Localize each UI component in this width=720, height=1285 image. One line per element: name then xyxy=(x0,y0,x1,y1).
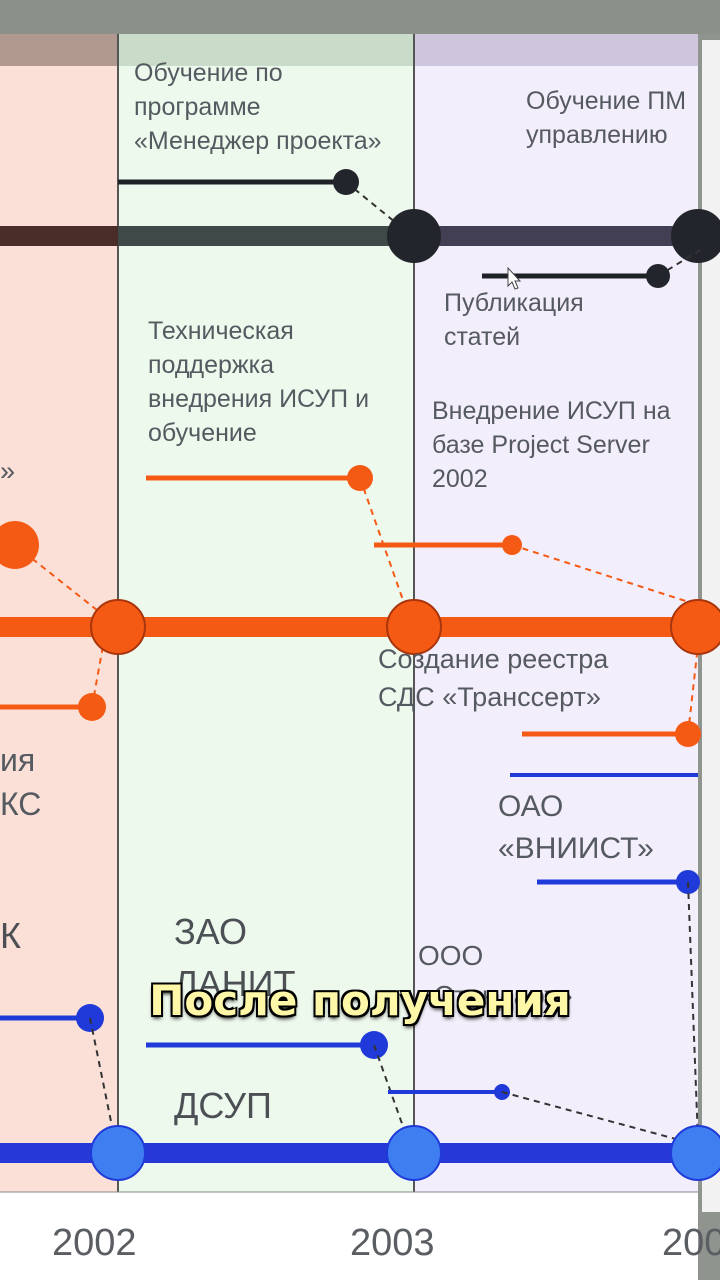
top-frame xyxy=(0,0,720,34)
dark-main-line-left xyxy=(0,226,118,246)
label-lanit: ЗАО ЛАНИТ xyxy=(174,911,296,1004)
label-left-partial-2: К xyxy=(0,915,21,956)
year-label-2004: 200 xyxy=(662,1222,720,1264)
orange-main-node-2004 xyxy=(670,599,720,655)
label-publication: Публикация статей xyxy=(444,289,584,351)
band-header-left xyxy=(0,34,118,66)
orange-main-line xyxy=(0,617,698,637)
blue-main-node-2004 xyxy=(670,1125,720,1181)
blue-main-line xyxy=(0,1143,698,1163)
label-left-quote: » xyxy=(0,456,16,486)
dark-main-line-right xyxy=(414,226,698,246)
dark-main-node-2004 xyxy=(671,209,720,263)
dark-branch-node xyxy=(333,169,359,195)
label-training-pm-right: Обучение ПМ управлению xyxy=(526,87,687,149)
label-training-pm-program: Обучение по программе «Менеджер проекта» xyxy=(134,59,382,155)
orange-connector-right xyxy=(687,644,699,735)
publication-connector xyxy=(657,249,701,277)
label-dsup: ДСУП xyxy=(174,1085,272,1126)
label-transsert: Создание реестра СДС «Транссерт» xyxy=(378,644,609,712)
blue-main-node-2003 xyxy=(386,1125,442,1181)
dark-main-line-mid xyxy=(118,226,414,246)
ooo-connector xyxy=(501,1091,699,1146)
orange-node-left-top xyxy=(0,521,39,569)
orange-connector-left-top xyxy=(14,544,113,623)
blue-main-node-2002 xyxy=(90,1125,146,1181)
video-caption: После получения xyxy=(149,976,571,1025)
label-vniist: ОАО «ВНИИСТ» xyxy=(498,790,654,865)
label-project-server: Внедрение ИСУП на базе Project Server 20… xyxy=(432,397,671,493)
label-left-partial-1: ия КС xyxy=(0,742,42,822)
mouse-cursor-icon xyxy=(507,266,522,290)
orange-connector-left-bottom xyxy=(91,639,105,708)
orange-main-node-2002 xyxy=(90,599,146,655)
year-label-2003: 2003 xyxy=(350,1222,435,1264)
year-label-2002: 2002 xyxy=(52,1222,137,1264)
label-ooo: ООО «Стандарт» xyxy=(418,940,573,1011)
orange-main-node-2003 xyxy=(386,599,442,655)
label-tech-support: Техническая поддержка внедрения ИСУП и о… xyxy=(148,317,370,447)
band-header-right xyxy=(414,34,698,66)
publication-node xyxy=(646,264,670,288)
band-header-mid xyxy=(118,34,414,66)
dark-main-node-2003 xyxy=(387,209,441,263)
tech-support-connector xyxy=(359,477,411,621)
